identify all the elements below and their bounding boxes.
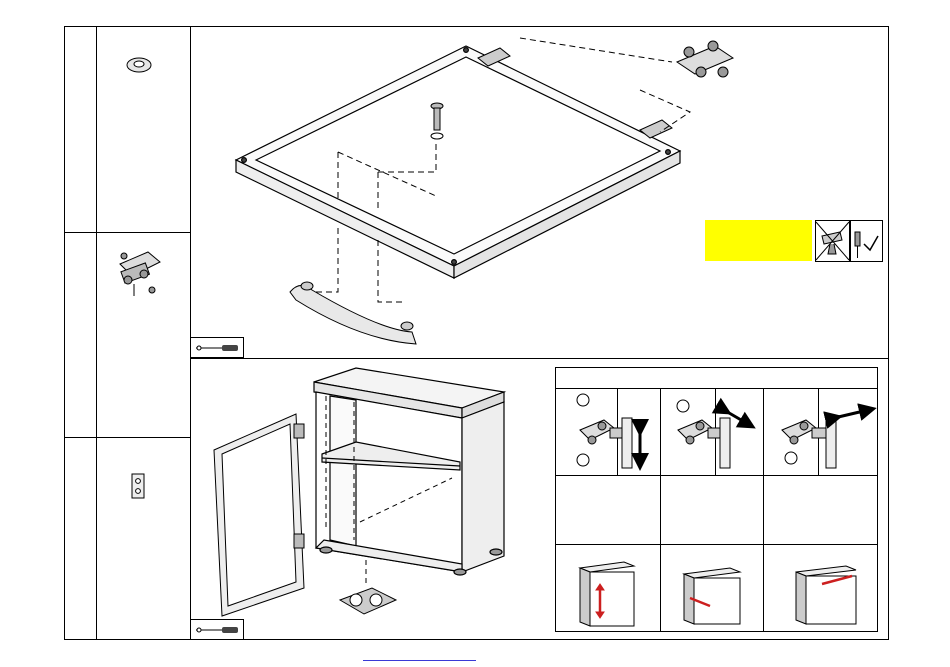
screwdriver-icon	[191, 338, 244, 358]
door-adjust-horizontal	[796, 566, 856, 624]
hinge-step-1	[577, 394, 640, 468]
hinge-step-3	[782, 410, 868, 468]
power-drill-crossed-icon	[816, 221, 850, 262]
exploded-hinge-detail	[677, 41, 733, 77]
page-link-bar	[363, 660, 476, 661]
two-hole-plate-part-icon	[132, 474, 144, 498]
door-adjust-vertical	[580, 562, 634, 626]
cabinet-door	[214, 414, 304, 616]
cabinet-drawing	[314, 368, 504, 575]
door-stopper	[340, 588, 396, 614]
plinth-foot	[290, 282, 416, 344]
hinge-plate-part-icon	[120, 252, 160, 296]
door-adjust-diagonal	[684, 568, 740, 624]
warning-highlight	[705, 220, 812, 261]
hinge-step-2	[677, 400, 748, 468]
screwdriver-icon	[191, 620, 244, 640]
round-cap-part-icon	[127, 58, 151, 72]
base-frame-drawing	[236, 46, 680, 278]
hand-screwdriver-check-icon	[851, 221, 883, 262]
